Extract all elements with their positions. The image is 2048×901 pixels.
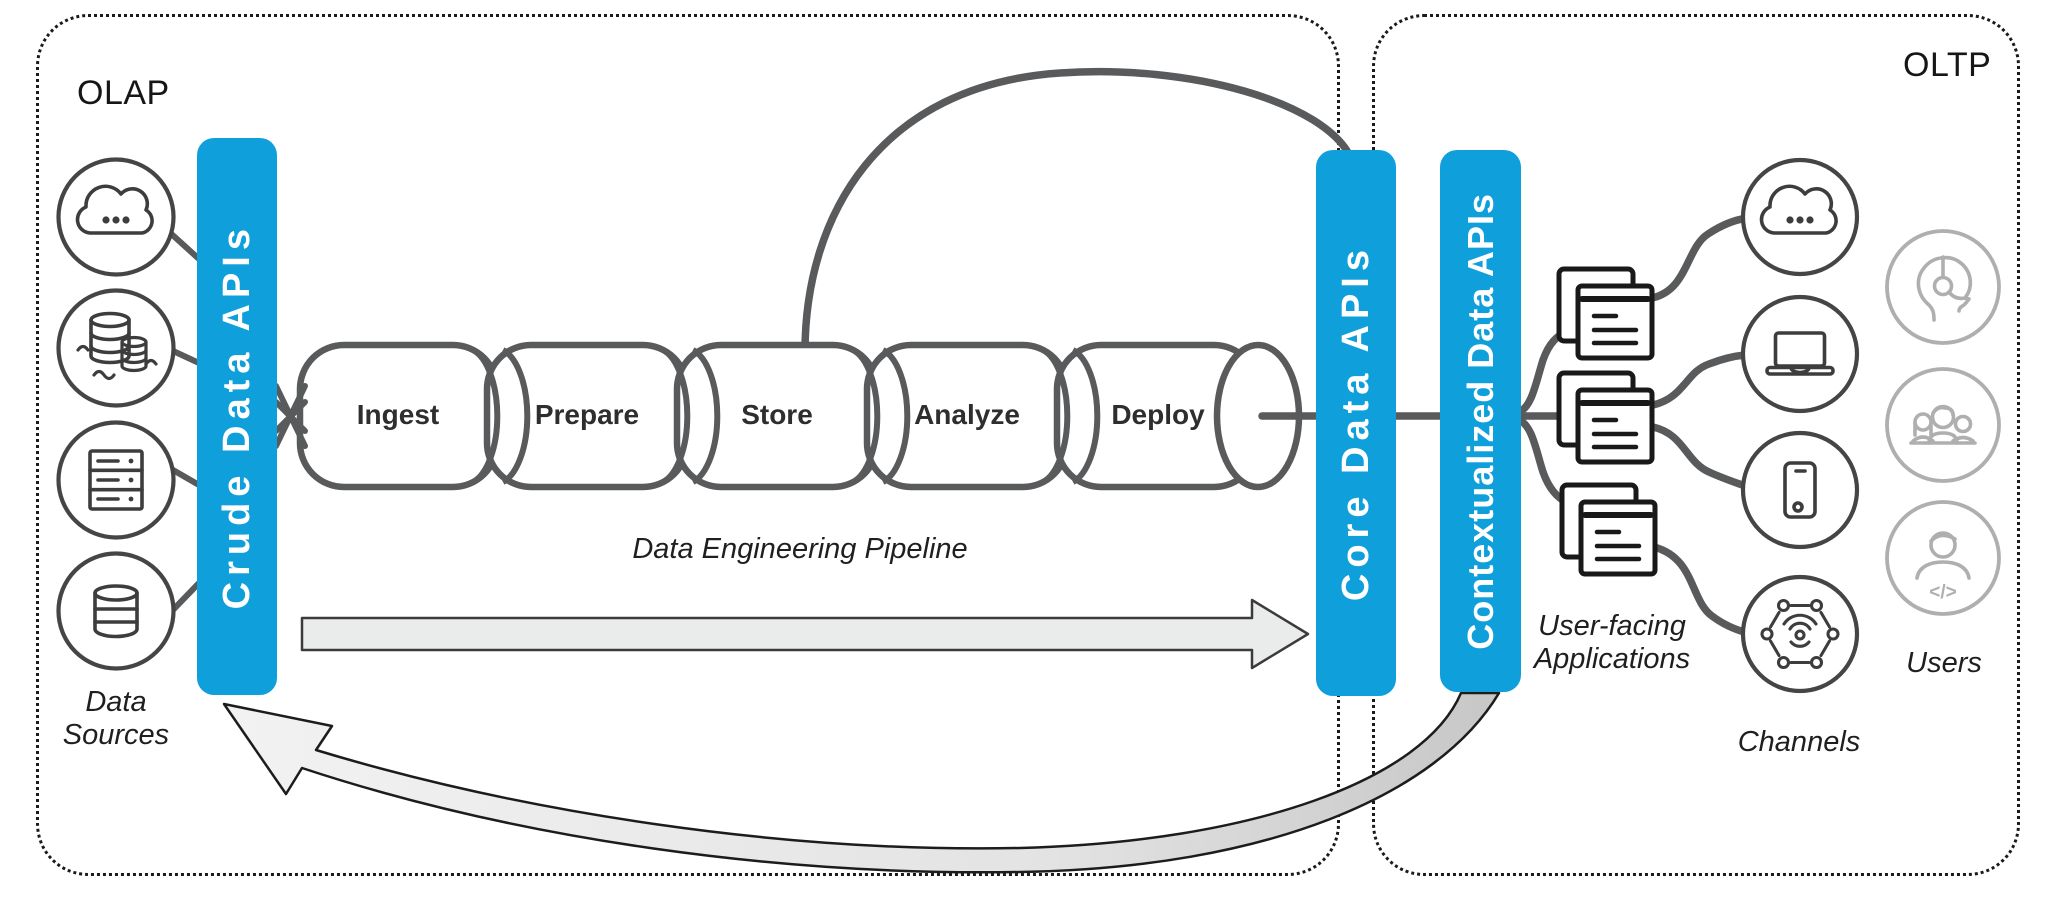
users-caption: Users: [1906, 647, 1982, 679]
user-group: [1885, 367, 2001, 483]
oltp-label: OLTP: [1903, 46, 1992, 84]
user-developer: </>: [1885, 500, 2001, 616]
stage-analyze: Analyze: [914, 399, 1020, 430]
app-windows-3: [1562, 485, 1655, 574]
contextualized-data-apis-bar: Contextualized Data APIs: [1440, 150, 1521, 692]
app-windows-1: [1559, 269, 1652, 358]
channels-caption: Channels: [1737, 726, 1861, 758]
pipeline-caption: Data Engineering Pipeline: [632, 533, 968, 565]
developer-icon: </>: [1915, 531, 1971, 603]
crude-data-apis-label: Crude Data APIs: [215, 223, 258, 610]
smartphone-icon: [1783, 461, 1817, 519]
user-group-icon: [1909, 404, 1977, 445]
data-lake-icon: [76, 311, 158, 381]
crude-fan: [273, 383, 308, 449]
data-source-server: [56, 420, 176, 540]
database-icon: [93, 584, 139, 639]
user-facing-apps-caption: User-facing Applications: [1533, 610, 1691, 675]
olap-label: OLAP: [77, 74, 170, 112]
core-data-apis-bar: Core Data APIs: [1316, 150, 1396, 696]
stage-ingest: Ingest: [356, 399, 440, 430]
channel-connectors: [1648, 214, 1752, 637]
iot-network-icon: [1760, 598, 1840, 670]
support-agent-icon: [1916, 255, 1973, 322]
stage-deploy: Deploy: [1111, 399, 1205, 430]
channel-laptop: [1740, 294, 1860, 414]
pipeline-pipe: [296, 341, 1303, 491]
user-support-agent: [1885, 229, 2001, 345]
store-to-core-curve: [801, 67, 1355, 356]
contextualized-data-apis-label: Contextualized Data APIs: [1459, 192, 1501, 650]
data-sources-caption: Data Sources: [62, 686, 170, 751]
pipeline-flow-arrow: [300, 598, 1310, 670]
channel-cloud: [1740, 157, 1860, 277]
data-source-database: [56, 551, 176, 671]
data-source-cloud: [56, 157, 176, 277]
code-glyph: </>: [1929, 582, 1956, 603]
pipe-joints: [471, 347, 1101, 485]
laptop-icon: [1765, 331, 1835, 376]
feedback-return-arrow: [222, 691, 1501, 874]
stage-store: Store: [741, 399, 813, 430]
channel-smartphone: [1740, 430, 1860, 550]
stage-prepare: Prepare: [534, 399, 640, 430]
server-rack-icon: [88, 449, 144, 511]
crude-data-apis-bar: Crude Data APIs: [197, 138, 277, 695]
app-windows-2: [1559, 373, 1652, 462]
data-source-data-lake: [56, 288, 176, 408]
channel-iot: [1740, 574, 1860, 694]
source-connectors: [164, 227, 202, 615]
core-data-apis-label: Core Data APIs: [1334, 244, 1377, 602]
